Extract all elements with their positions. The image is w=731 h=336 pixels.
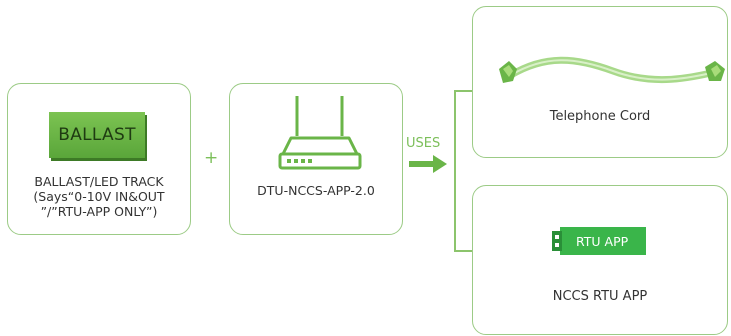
telephone-cord-icon bbox=[499, 56, 725, 84]
usb-plug-icon bbox=[552, 231, 562, 251]
rtu-app-card: RTU APP NCCS RTU APP bbox=[472, 185, 728, 335]
rtu-app-badge-text: RTU APP bbox=[576, 233, 629, 249]
ballast-description: BALLAST/LED TRACK (Says“0-10V IN&OUT ”/”… bbox=[8, 174, 190, 219]
ballast-line-1: BALLAST/LED TRACK bbox=[34, 174, 164, 189]
branch-connector bbox=[454, 90, 472, 252]
telephone-cord-card: Telephone Cord bbox=[472, 6, 728, 158]
ballast-line-2: (Says“0-10V IN&OUT bbox=[33, 189, 165, 204]
arrow-right-icon bbox=[409, 155, 447, 173]
ballast-badge: BALLAST bbox=[49, 112, 145, 158]
telephone-cord-label: Telephone Cord bbox=[549, 109, 651, 124]
dtu-card: DTU-NCCS-APP-2.0 bbox=[229, 83, 403, 235]
ballast-card: BALLAST BALLAST/LED TRACK (Says“0-10V IN… bbox=[7, 83, 191, 235]
rtu-app-label: NCCS RTU APP bbox=[552, 289, 648, 304]
uses-label: USES bbox=[406, 136, 441, 151]
dtu-label: DTU-NCCS-APP-2.0 bbox=[257, 183, 375, 198]
rtu-app-usb-icon: RTU APP bbox=[552, 227, 646, 255]
router-icon bbox=[278, 96, 362, 170]
plus-sign: + bbox=[204, 148, 219, 168]
ballast-line-3: ”/”RTU-APP ONLY”) bbox=[40, 204, 158, 219]
